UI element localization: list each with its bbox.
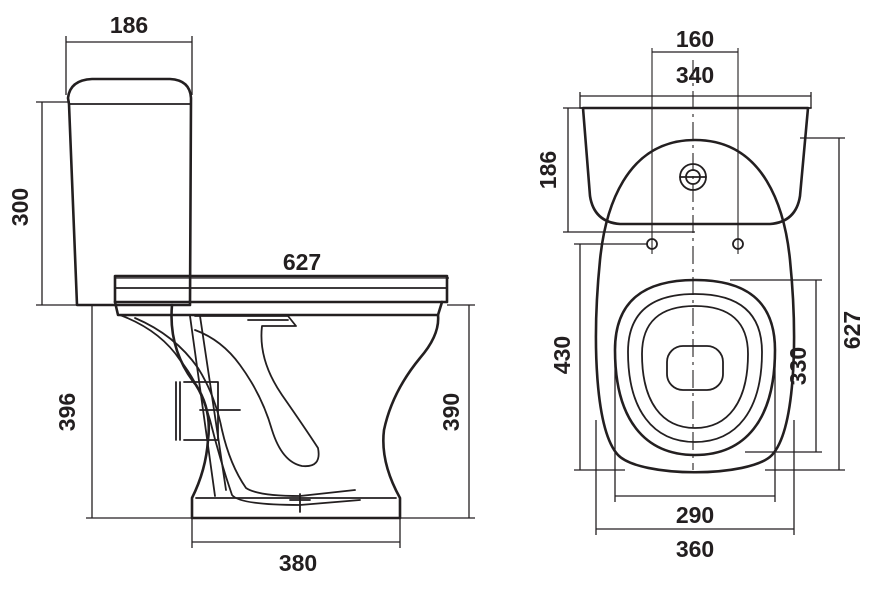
label-side-base-width: 380 (279, 550, 317, 576)
top-bowl (594, 48, 796, 474)
dim-side-tank-depth: 186 (65, 12, 193, 95)
label-top-bowl-length: 430 (549, 336, 575, 374)
side-cistern (66, 77, 193, 307)
dim-top-bowl-width: 360 (595, 420, 795, 562)
dim-side-base-width: 380 (191, 518, 401, 576)
label-top-bowl-width: 360 (676, 536, 714, 562)
dim-top-seat-length: 330 (730, 279, 822, 453)
top-cistern (579, 106, 812, 226)
label-top-seat-width: 290 (676, 502, 714, 528)
label-side-seat-height: 390 (438, 393, 464, 431)
side-bowl (113, 274, 449, 520)
label-side-height-total: 396 (54, 393, 80, 431)
label-top-tank-width: 340 (676, 62, 714, 88)
side-view: 186 300 627 396 390 380 (7, 12, 475, 576)
label-side-tank-depth: 186 (110, 12, 148, 38)
label-top-hole-spacing: 160 (676, 26, 714, 52)
dim-top-seat-width: 290 (614, 360, 776, 528)
dim-side-total-depth: 627 (114, 249, 449, 279)
dim-side-height-total: 396 (54, 304, 192, 519)
label-top-tank-depth: 186 (535, 151, 561, 189)
label-side-total-depth: 627 (283, 249, 321, 275)
dim-top-hole-spacing: 160 (652, 26, 738, 53)
dim-side-seat-height: 390 (400, 304, 475, 519)
top-view: 160 340 186 430 627 330 29 (535, 26, 865, 562)
dim-side-tank-height: 300 (7, 101, 80, 306)
dim-top-tank-width: 340 (579, 62, 812, 108)
dim-top-bowl-length: 430 (549, 243, 648, 471)
label-top-total-length: 627 (839, 311, 865, 349)
dim-top-tank-depth: 186 (535, 107, 695, 233)
label-top-seat-length: 330 (785, 347, 811, 385)
dim-top-total-length: 627 (765, 137, 865, 471)
label-side-tank-height: 300 (7, 188, 33, 226)
